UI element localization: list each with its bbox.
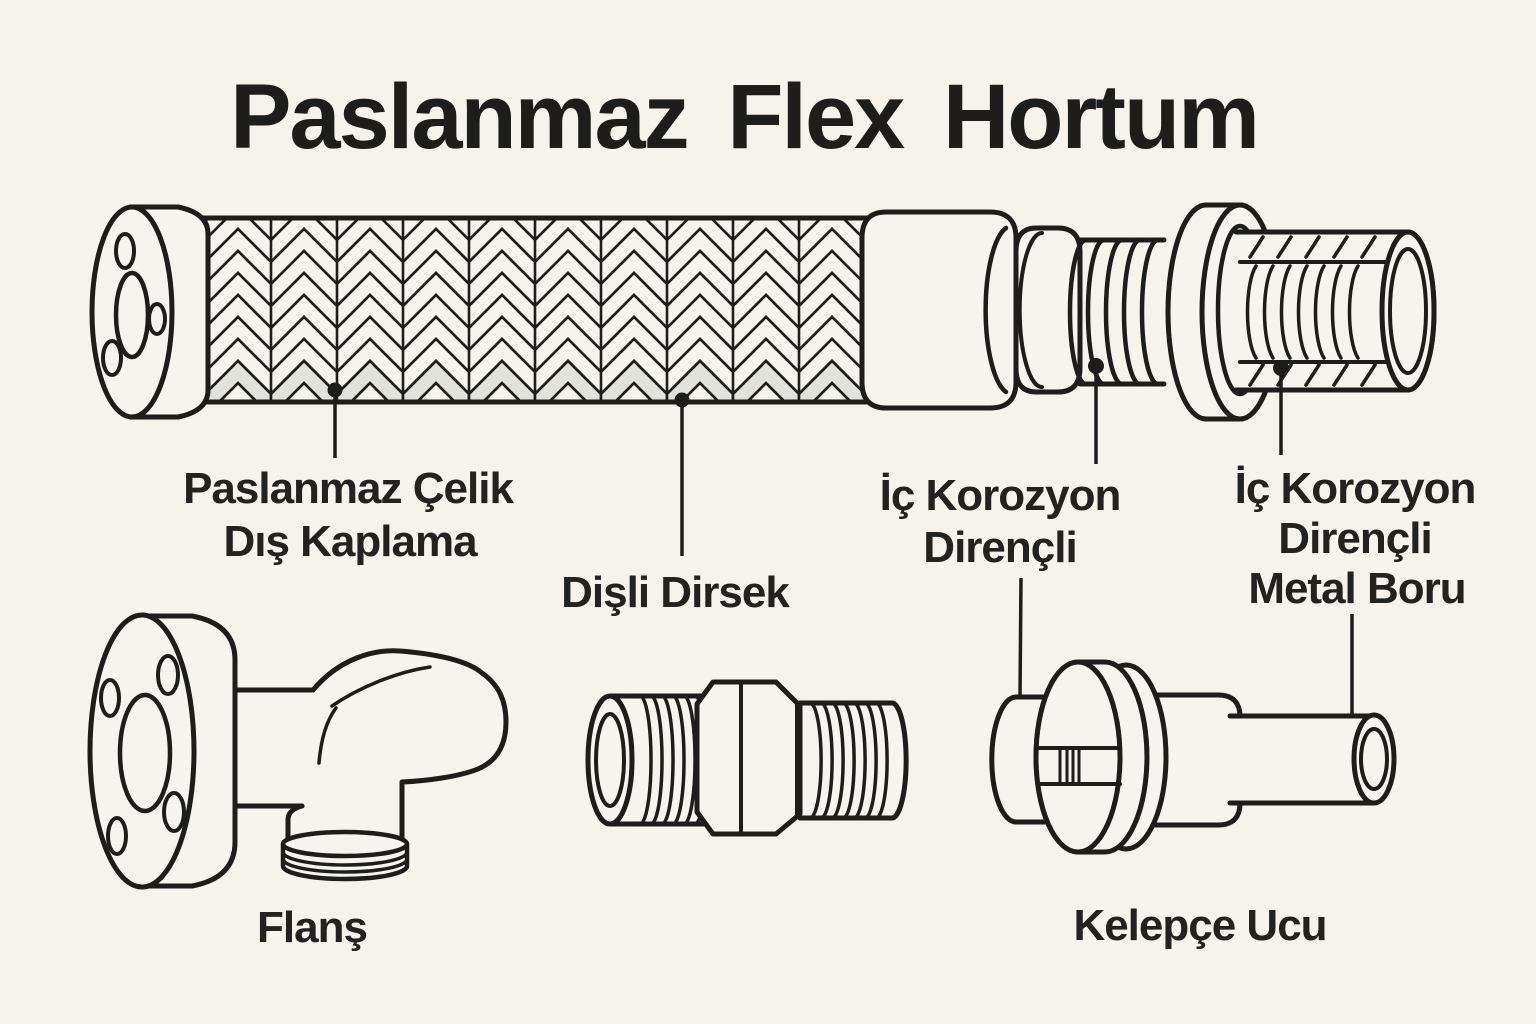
label-metal-pipe-line3: Metal Boru xyxy=(1248,564,1465,613)
label-metal-pipe-line2: Dirençli xyxy=(1278,514,1431,563)
hose-flange-end xyxy=(89,204,211,420)
elbow-flange-bolt-hole xyxy=(99,678,121,718)
braid-highlight-strands xyxy=(205,359,867,402)
label-outer-sheath-line1: Paslanmaz Çelik xyxy=(183,464,514,513)
leader-metal-pipe xyxy=(1273,360,1354,714)
flange-bolt-hole xyxy=(114,232,136,270)
label-flange: Flanş xyxy=(257,903,367,952)
page-title: Paslanmaz Flex Hortum xyxy=(230,66,1258,168)
label-corrosion-resistant-line2: Dirençli xyxy=(923,523,1076,572)
part-hex-nipple xyxy=(585,679,909,837)
flange-bolt-hole xyxy=(101,339,123,377)
elbow-flange-disk xyxy=(87,612,238,890)
nipple-right-thread xyxy=(797,700,909,821)
label-threaded-elbow: Dişli Dirsek xyxy=(561,568,790,617)
elbow-flange-bolt-hole xyxy=(106,816,128,856)
braided-sheath xyxy=(202,215,873,405)
hose-assembly xyxy=(89,202,1437,422)
elbow-highlight-curve xyxy=(330,665,432,708)
elbow-flange-bolt-hole xyxy=(156,654,180,696)
flange-bolt-hole xyxy=(147,302,167,336)
elbow-flange-bolt-hole xyxy=(162,791,186,833)
elbow-flange-center-hole xyxy=(117,692,173,814)
label-corrosion-resistant-line1: İç Korozyon xyxy=(880,471,1121,520)
part-flange-elbow xyxy=(87,612,509,890)
nipple-hex-nut xyxy=(694,679,803,837)
inner-metal-pipe xyxy=(1233,229,1437,393)
flange-center-hole xyxy=(113,270,151,360)
labels: Paslanmaz Çelik Dış Kaplama Dişli Dirsek… xyxy=(183,464,1476,952)
clamp-outlet-pipe xyxy=(1227,712,1397,806)
clamp-bolt xyxy=(1058,746,1081,786)
leader-threaded-elbow xyxy=(674,392,690,556)
label-metal-pipe-line1: İç Korozyon xyxy=(1235,464,1476,513)
elbow-highlight-curve xyxy=(317,706,338,765)
label-outer-sheath-line2: Dış Kaplama xyxy=(223,517,478,566)
part-clamp-end xyxy=(989,659,1397,855)
label-clamp-end: Kelepçe Ucu xyxy=(1073,901,1326,950)
collar-sleeve xyxy=(859,209,1083,411)
pipe-liner-corrugations xyxy=(1245,264,1360,360)
clamp-rear-cylinder xyxy=(989,694,1048,825)
corrugated-section xyxy=(1067,237,1167,387)
pipe-hatch-marks xyxy=(1248,235,1377,387)
elbow-threaded-collar xyxy=(280,829,410,882)
leader-outer-sheath xyxy=(327,382,343,458)
clamp-disk xyxy=(1033,659,1150,855)
